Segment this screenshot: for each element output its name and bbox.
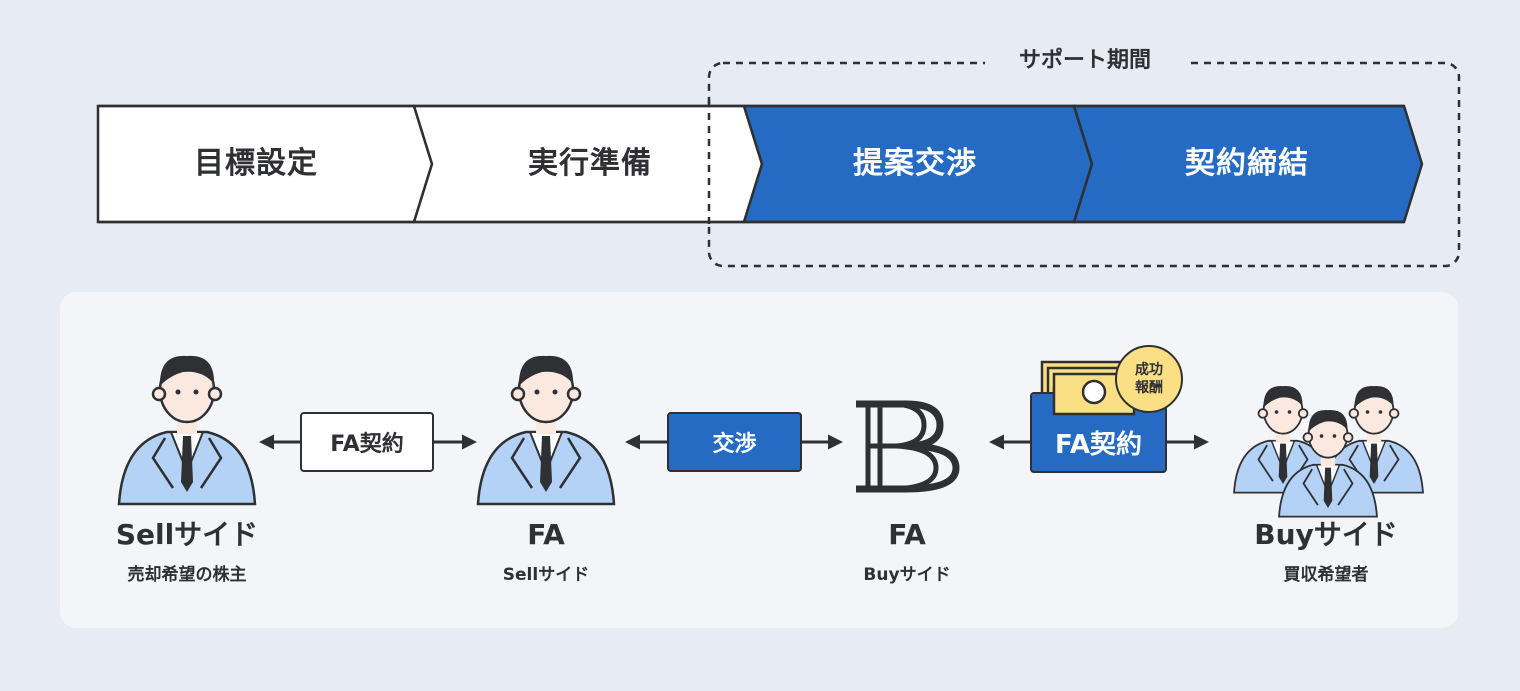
seller-businessman-icon bbox=[117, 354, 257, 506]
party-sub-seller: 売却希望の株主 bbox=[127, 565, 247, 585]
success-fee-line-2: 報酬 bbox=[1135, 380, 1163, 396]
stage-label-1: 目標設定 bbox=[194, 146, 318, 181]
support-period-label: サポート期間 bbox=[985, 46, 1185, 76]
party-name-fa-sell: FA bbox=[527, 518, 565, 551]
relation-tag-fa-contract-sell: FA契約 bbox=[300, 412, 434, 472]
party-name-fa-buy: FA bbox=[888, 518, 926, 551]
fa-sell-businessman-icon bbox=[476, 354, 616, 506]
success-fee-badge: 成功 報酬 bbox=[1115, 345, 1183, 413]
bb-logo-icon bbox=[856, 400, 960, 493]
party-sub-buyer: 買収希望者 bbox=[1283, 565, 1369, 585]
success-fee-line-1: 成功 bbox=[1135, 362, 1163, 378]
stage-label-4: 契約締結 bbox=[1185, 146, 1309, 181]
party-sub-fa-sell: Sellサイド bbox=[502, 565, 590, 585]
stage-label-2: 実行準備 bbox=[528, 146, 652, 181]
relation-tag-negotiation: 交渉 bbox=[667, 412, 802, 472]
party-sub-fa-buy: Buyサイド bbox=[863, 565, 951, 585]
party-name-seller: Sellサイド bbox=[115, 518, 259, 551]
party-name-buyer: Buyサイド bbox=[1254, 518, 1398, 551]
group-of-people-icon bbox=[1233, 385, 1424, 518]
stage-label-3: 提案交渉 bbox=[853, 146, 977, 181]
